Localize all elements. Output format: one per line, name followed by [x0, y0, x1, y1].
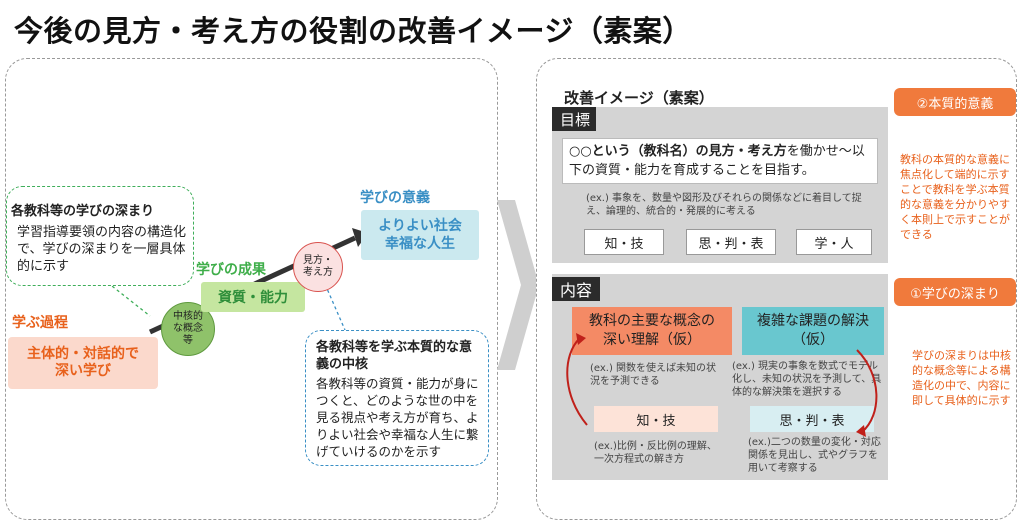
content-example-left: (ex.) 関数を使えば未知の状況を予測できる: [590, 363, 717, 387]
view-thinking-circle: 見方・ 考え方: [293, 242, 343, 292]
note-learning-depth: 学びの深まりは中核的な概念等による構造化の中で、内容に即して具体的に示す: [912, 349, 1011, 407]
goal-tag-thinking: 思・判・表: [686, 229, 776, 255]
note-essential-meaning: 教科の本質的な意義に焦点化して端的に示すことで教科を学ぶ本質的な意義を分かりやす…: [900, 153, 1010, 241]
bubble-core-meaning-heading: 各教科等を学ぶ本質的な意義の中核: [316, 340, 473, 372]
bubble-learning-depth-body: 学習指導要領の内容の構造化で、学びの深まりを一層具体的に示す: [17, 225, 187, 274]
concept-box: 教科の主要な概念の 深い理解（仮）: [572, 307, 732, 355]
goal-header: 目標: [552, 107, 596, 131]
process-label: 学ぶ過程: [12, 315, 68, 331]
chevron-right-icon: [497, 200, 539, 370]
content-tag-thinking: 思・判・表: [750, 406, 874, 432]
cycle-arrows: [566, 333, 878, 437]
problem-box: 複雑な課題の解決 （仮）: [742, 307, 884, 355]
goal-example: (ex.) 事象を、数量や図形及びそれらの関係などに着目して捉え、論理的、統合的…: [586, 193, 862, 217]
content-tag-knowledge: 知・技: [594, 406, 718, 432]
process-box: 主体的・対話的で 深い学び: [8, 337, 158, 389]
page-title: 今後の見方・考え方の役割の改善イメージ（素案）: [14, 14, 692, 48]
goal-statement-rest: を働かせ～以下の資質・能力を育成することを目指す。: [569, 144, 865, 178]
result-box: 資質・能力: [201, 282, 305, 312]
content-header: 内容: [552, 277, 600, 301]
meaning-label: 学びの意義: [360, 190, 430, 206]
goal-tag-knowledge: 知・技: [584, 229, 664, 255]
improvement-heading: 改善イメージ（素案）: [564, 89, 714, 107]
bubble-core-meaning-body: 各教科等の資質・能力が身につくと、どのような世の中を見る視点や考え方が育ち、より…: [316, 376, 479, 459]
goal-statement-bold: ○○という（教科名）の見方・考え方: [569, 144, 787, 159]
bubble-learning-depth-heading: 各教科等の学びの深まり: [11, 204, 155, 219]
bubble-learning-depth: 各教科等の学びの深まり 学習指導要領の内容の構造化で、学びの深まりを一層具体的に…: [6, 186, 194, 286]
content-example-bottom-right: (ex.)二つの数量の変化・対応関係を見出し、式やグラフを用いて考察する: [748, 437, 881, 474]
badge-essential-meaning: ②本質的意義: [894, 88, 1016, 116]
content-example-right: (ex.) 現実の事象を数式でモデル化し、未知の状況を予測して、具体的な解決策を…: [732, 361, 882, 398]
goal-tag-attitude: 学・人: [796, 229, 872, 255]
content-example-bottom-left: (ex.)比例・反比例の理解、一次方程式の解き方: [594, 441, 717, 465]
meaning-box: よりよい社会 幸福な人生: [361, 210, 479, 260]
bubble-core-meaning: 各教科等を学ぶ本質的な意義の中核 各教科等の資質・能力が身につくと、どのような世…: [305, 330, 489, 466]
goal-statement: ○○という（教科名）の見方・考え方を働かせ～以下の資質・能力を育成することを目指…: [562, 138, 878, 184]
badge-learning-depth: ①学びの深まり: [894, 278, 1016, 306]
result-label: 学びの成果: [196, 262, 266, 278]
